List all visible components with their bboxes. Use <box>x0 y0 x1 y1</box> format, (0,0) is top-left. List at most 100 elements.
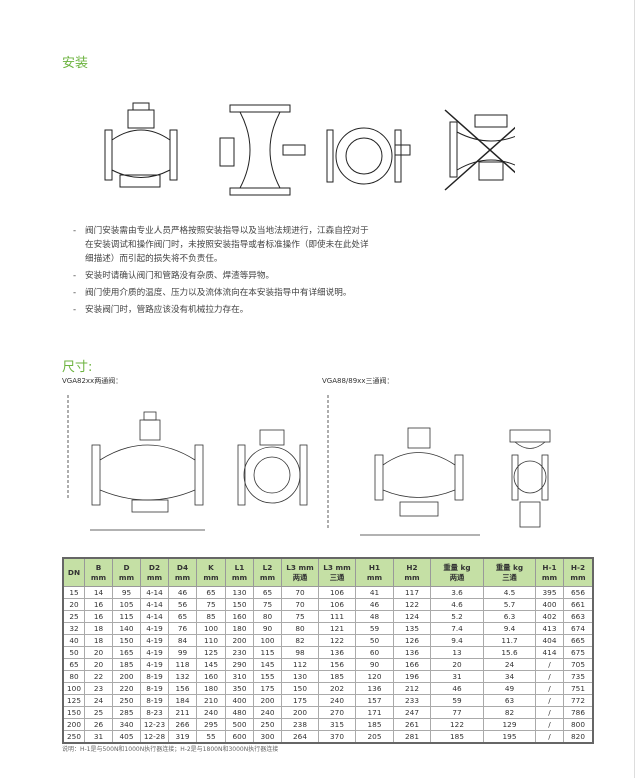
table-cell: 155 <box>253 670 282 683</box>
table-cell: 290 <box>225 658 254 671</box>
table-cell: 15.6 <box>483 646 536 659</box>
table-cell: 20 <box>430 658 484 671</box>
table-cell: 195 <box>483 730 536 744</box>
table-cell: 106 <box>318 598 356 611</box>
table-cell: 656 <box>563 586 594 599</box>
table-cell: 75 <box>281 610 319 623</box>
table-cell: 800 <box>563 718 594 731</box>
table-cell: 240 <box>196 706 226 719</box>
table-cell: 130 <box>281 670 319 683</box>
table-cell: 132 <box>168 670 197 683</box>
table-cell: 6.3 <box>483 610 536 623</box>
table-cell: 4-14 <box>140 586 169 599</box>
table-cell: 180 <box>196 682 226 695</box>
valve-inverted-not-allowed-icon <box>444 109 515 191</box>
table-cell: 185 <box>430 730 484 744</box>
table-cell: 370 <box>318 730 356 744</box>
table-cell: 121 <box>318 622 356 635</box>
bullet-item: -安装时请确认阀门和管路没有杂质、焊渣等异物。 <box>73 271 275 281</box>
header-text: mm <box>259 572 276 582</box>
table-cell: 210 <box>196 694 226 707</box>
table-cell: 404 <box>535 634 564 647</box>
table-cell: 90 <box>355 658 394 671</box>
table-cell: 180 <box>225 622 254 635</box>
table-cell: 13 <box>430 646 484 659</box>
header-text: 两通 <box>449 572 465 582</box>
table-cell: 122 <box>318 634 356 647</box>
table-cell: 76 <box>168 622 197 635</box>
table-cell: 75 <box>253 598 282 611</box>
header-text: mm <box>118 572 135 582</box>
table-cell: 140 <box>112 622 141 635</box>
header-text: L3 mm <box>286 562 314 572</box>
table-cell: 156 <box>168 682 197 695</box>
table-cell: 12-28 <box>140 730 169 744</box>
header-text: H-2 <box>570 562 586 572</box>
table-cell: 75 <box>196 598 226 611</box>
header-text: mm <box>570 572 586 582</box>
header-text: D <box>123 562 130 572</box>
table-cell: 705 <box>563 658 594 671</box>
table-cell: 414 <box>535 646 564 659</box>
two-way-top-drawing <box>237 429 308 506</box>
table-cell: 136 <box>318 646 356 659</box>
table-cell: 230 <box>225 646 254 659</box>
table-cell: 250 <box>253 718 282 731</box>
table-cell: 319 <box>168 730 197 744</box>
header-text: mm <box>231 572 248 582</box>
table-cell: 240 <box>318 694 356 707</box>
table-cell: 261 <box>393 718 431 731</box>
column-header: DN <box>62 557 85 587</box>
table-cell: 99 <box>168 646 197 659</box>
table-cell: 171 <box>355 706 394 719</box>
table-cell: 166 <box>393 658 431 671</box>
table-cell: 270 <box>318 706 356 719</box>
install-heading: 安装 <box>62 56 89 71</box>
table-cell: 247 <box>393 706 431 719</box>
table-cell: 60 <box>355 646 394 659</box>
table-cell: 295 <box>196 718 226 731</box>
header-text: H1 <box>368 562 381 572</box>
table-cell: 32 <box>62 622 85 635</box>
header-text: mm <box>90 572 107 582</box>
header-text: mm <box>366 572 383 582</box>
table-cell: 130 <box>225 586 254 599</box>
table-cell: 200 <box>112 670 141 683</box>
table-cell: 165 <box>112 646 141 659</box>
table-cell: 11.7 <box>483 634 536 647</box>
table-cell: 145 <box>196 658 226 671</box>
table-cell: 125 <box>196 646 226 659</box>
table-cell: 90 <box>253 622 282 635</box>
table-cell: 115 <box>253 646 282 659</box>
table-cell: 136 <box>355 682 394 695</box>
table-cell: 23 <box>84 682 113 695</box>
installation-orientation-diagrams <box>104 102 515 196</box>
table-cell: 350 <box>225 682 254 695</box>
table-cell: 70 <box>281 598 319 611</box>
table-cell: 402 <box>535 610 564 623</box>
valve-horizontal-icon <box>219 104 306 196</box>
table-cell: 126 <box>393 634 431 647</box>
table-cell: 200 <box>281 706 319 719</box>
table-cell: 14 <box>84 586 113 599</box>
table-cell: 233 <box>393 694 431 707</box>
table-cell: 211 <box>168 706 197 719</box>
table-cell: 8-19 <box>140 670 169 683</box>
table-cell: 20 <box>62 598 85 611</box>
table-cell: 129 <box>483 718 536 731</box>
table-cell: 663 <box>563 610 594 623</box>
table-cell: 266 <box>168 718 197 731</box>
table-cell: 661 <box>563 598 594 611</box>
